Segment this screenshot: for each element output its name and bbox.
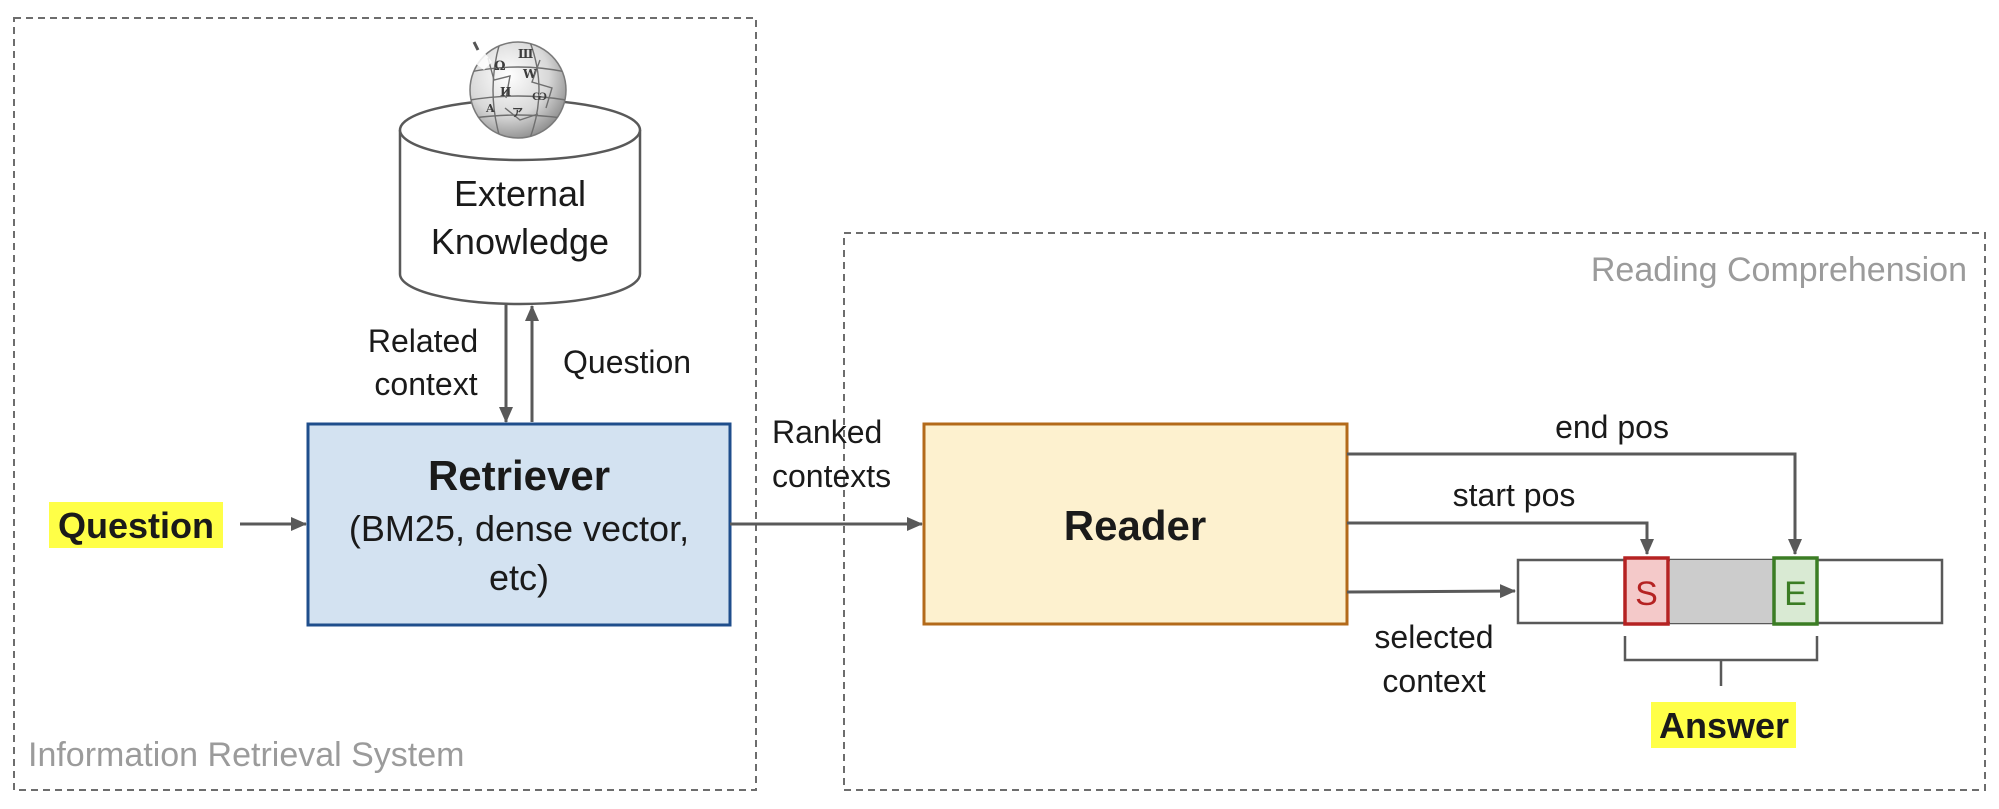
end-pos-label: end pos [1555,409,1669,445]
retriever-detail-line2: etc) [489,557,549,598]
external-knowledge-store: External Knowledge [398,98,642,306]
svg-text:Ѡ: Ѡ [532,89,547,103]
question-edge-label: Question [563,344,691,380]
retriever-title: Retriever [428,452,610,499]
selected-context-label-line2: context [1382,663,1485,699]
end-token [1772,556,1819,626]
svg-text:W: W [522,67,537,81]
end-pos-arrow [1347,452,1802,555]
ranked-contexts-label-line1: Ranked [772,414,882,450]
start-pos-arrow [1347,521,1654,555]
question-input-label: Question [58,505,214,546]
start-pos-label: start pos [1453,477,1576,513]
related-context-label-line1: Related [368,323,478,359]
question-highlight [49,502,223,548]
retriever-box: Retriever (BM25, dense vector, etc) [306,422,732,627]
reading-comprehension-region [843,232,1986,791]
external-knowledge-line1: External [454,173,586,214]
ranked-contexts-label-line2: contexts [772,458,891,494]
reader-title: Reader [1064,502,1206,549]
cylinder-body [398,130,642,306]
selected-context-arrow [1346,584,1516,599]
reader-box: Reader [922,422,1349,626]
svg-text:A: A [485,102,495,115]
svg-text:И: И [500,85,511,99]
wikipedia-globe-icon: Ω W И Ѡ ア A Ш [469,41,567,139]
answer-highlight [1651,702,1796,748]
start-token-label: S [1635,575,1658,613]
selected-context-strip: S E [1516,556,1944,626]
reading-comprehension-label: Reading Comprehension [1591,251,1967,289]
start-token [1623,556,1670,626]
answer-bracket [1623,636,1819,686]
external-knowledge-line2: Knowledge [431,221,609,262]
answer-span-fill [1670,560,1774,623]
svg-text:Ω: Ω [494,59,506,74]
ir-system-label: Information Retrieval System [28,736,465,774]
svg-text:Ш: Ш [518,47,533,61]
ir-system-region [13,17,757,791]
answer-label: Answer [1659,705,1789,746]
end-token-label: E [1784,575,1807,613]
retriever-detail-line1: (BM25, dense vector, [349,508,689,549]
related-context-label-line2: context [374,366,477,402]
svg-text:ア: ア [512,106,523,119]
selected-context-label-line1: selected [1374,619,1493,655]
